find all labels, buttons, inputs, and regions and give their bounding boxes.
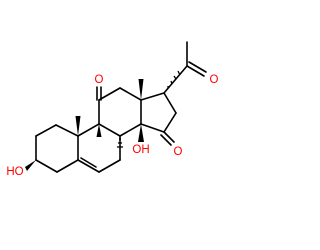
bond-c6-c5 <box>77 159 100 173</box>
bond-c5-c4 <box>56 159 79 173</box>
bond-c10-c9 <box>77 123 100 137</box>
bond-c12-c13 <box>119 87 142 101</box>
ring-d <box>140 92 177 133</box>
bond-c16-c15 <box>163 112 177 133</box>
stereo-bonds <box>25 70 181 171</box>
atom-labels: O O O HO OH <box>6 74 218 178</box>
ring-c <box>98 87 142 137</box>
oxygen-c11-label: O <box>95 74 104 86</box>
structure-svg: O O O HO OH <box>6 41 219 178</box>
hydroxyl-c14-label: OH <box>132 144 149 156</box>
oxygen-c15-label: O <box>174 146 183 158</box>
wedge-c3-oh <box>25 160 36 171</box>
bond-c17-c16 <box>163 92 177 114</box>
wedge-c9-h <box>96 124 102 137</box>
bond-c15-c14 <box>140 123 165 133</box>
bond-c1-c2 <box>35 124 57 137</box>
bond-c20-o-a <box>186 65 205 77</box>
substituents <box>96 41 207 146</box>
wedge-c19-methyl <box>75 116 81 136</box>
bond-c14-c8 <box>119 123 142 137</box>
bond-c5-c6-double <box>80 157 97 168</box>
wedge-c14-oh <box>138 124 144 142</box>
bond-c17-c20 <box>163 65 188 94</box>
bond-c20-o-b <box>188 61 207 73</box>
ring-a <box>35 124 79 173</box>
hash-c8-h <box>117 138 123 148</box>
bond-c1-c10 <box>55 124 79 137</box>
bond-c9-c8 <box>98 123 121 137</box>
bond-c15-o-b <box>160 134 172 146</box>
molecule-diagram: O O O HO OH <box>6 41 219 178</box>
ring-b <box>77 123 121 173</box>
bond-c4-c3 <box>35 159 58 173</box>
bond-c7-c6 <box>98 159 121 173</box>
oxygen-c20-label: O <box>210 74 219 86</box>
bond-c15-o-a <box>163 131 175 143</box>
wedge-c18-methyl <box>138 79 144 100</box>
bond-c13-c17 <box>140 92 165 101</box>
hydroxyl-c3-label: HO <box>6 166 23 178</box>
hash-c17-acetyl <box>167 70 181 88</box>
bond-c11-c12 <box>98 87 121 101</box>
